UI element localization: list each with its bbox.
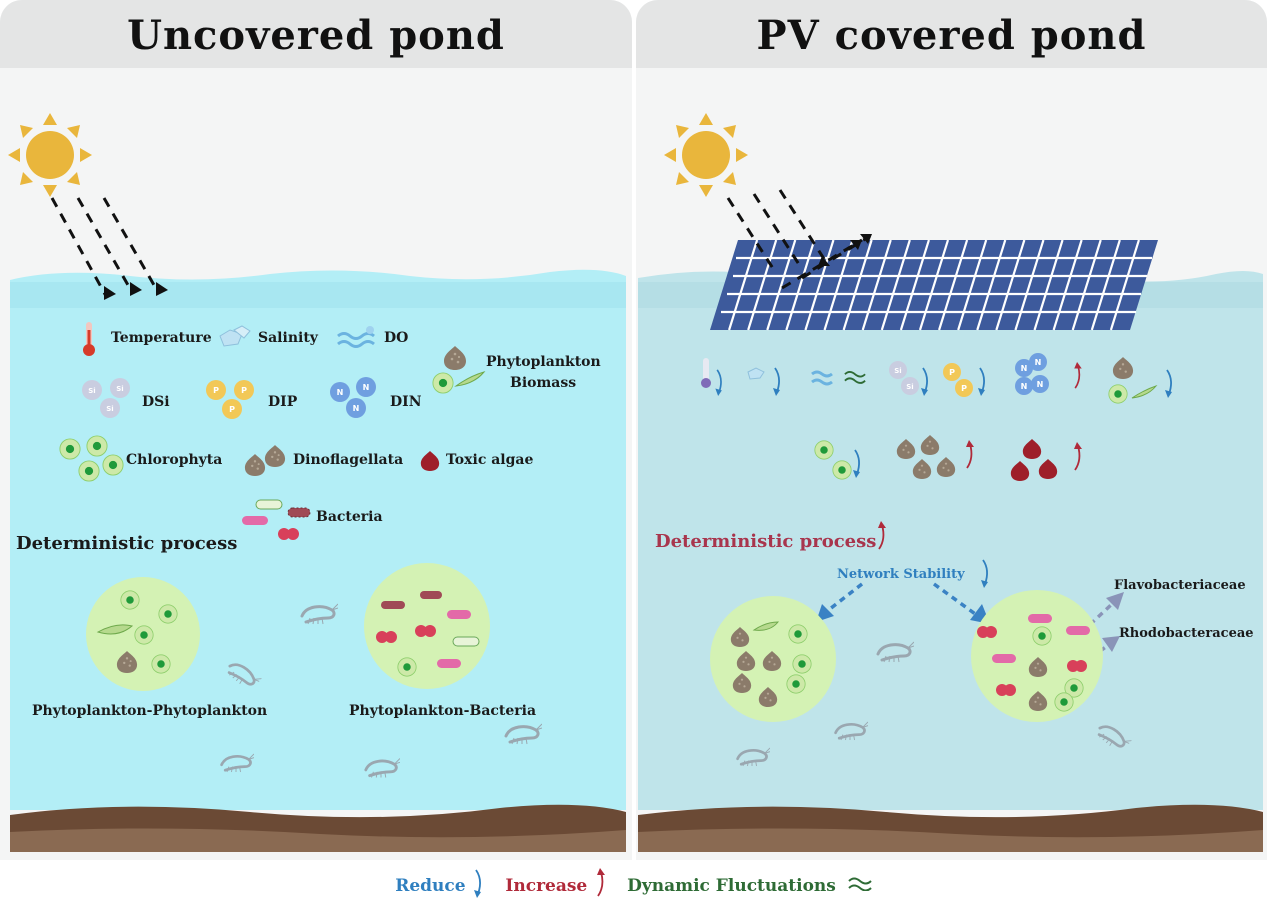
phytoplankton-biomass-label-2: Biomass [510,375,577,391]
network-stability-label: Network Stability [837,567,965,582]
solar-panel-gridline [1071,239,1102,331]
solar-panel-gridline [899,239,930,331]
phytoplankton-bacteria-network [971,590,1103,722]
sun-icon [8,113,92,197]
toxic-algae-label: Toxic algae [446,452,534,468]
dissolved-oxygen-icon [337,326,375,348]
uncovered-pond-panel: Uncovered pond [0,0,632,860]
svg-text:Si: Si [894,367,901,375]
dsi-icon: Si Si Si [82,378,130,418]
svg-text:N: N [1035,358,1042,367]
temperature-label: Temperature [111,330,212,346]
salinity-icon [219,325,251,347]
increase-arrow-icon [595,868,607,903]
legend-reduce-label: Reduce [395,875,466,896]
bacteria-icon [242,499,311,540]
svg-text:N: N [1021,382,1028,391]
solar-panel-gridline [1033,239,1064,331]
dinoflagellata-label: Dinoflagellata [293,452,404,468]
uncovered-pond-scene: Si Si Si P P P N N N [8,113,626,852]
deterministic-process-label: Deterministic process [16,533,238,554]
reduce-arrow-icon [473,868,485,903]
phytoplankton-bacteria-network [364,563,490,689]
svg-text:P: P [961,384,967,393]
phytoplankton-phytoplankton-network [86,577,200,691]
solar-panel-gridline [785,239,816,331]
phytoplankton-phytoplankton-label: Phytoplankton-Phytoplankton [32,703,268,719]
svg-text:N: N [337,388,344,397]
thermometer-icon [83,322,95,356]
svg-text:N: N [353,404,360,413]
svg-text:P: P [949,368,955,377]
phytoplankton-bacteria-label: Phytoplankton-Bacteria [349,703,537,719]
svg-text:Si: Si [906,383,913,391]
solar-panel-gridline [1052,239,1083,331]
solar-panel-gridline [823,239,854,331]
solar-panel-gridline [918,239,950,331]
svg-text:P: P [241,386,247,395]
chlorophyta-label: Chlorophyta [126,452,223,468]
sun-icon [664,113,748,197]
dsi-label: DSi [142,394,170,410]
pv-covered-pond-scene: Si Si P P N N N N [638,113,1263,852]
solar-panel-gridline [938,239,969,331]
salinity-label: Salinity [258,330,318,346]
solar-panel-gridline [747,239,778,331]
solar-panel-gridline [1014,239,1045,331]
svg-text:Si: Si [116,385,123,393]
rhodobacteraceae-label: Rhodobacteraceae [1119,626,1254,641]
flavobacteriaceae-label: Flavobacteriaceae [1114,578,1246,593]
solar-panel-gridline [1090,239,1121,331]
legend-increase-label: Increase [505,875,588,896]
fluctuation-wave-icon [848,876,872,896]
phytoplankton-biomass-icon [432,346,486,394]
solar-panel-gridline [976,239,1007,331]
do-label: DO [384,330,409,346]
phytoplankton-biomass-label-1: Phytoplankton [486,354,601,370]
sunlight-rays [50,197,160,297]
solar-panel-gridline [766,239,797,331]
pv-covered-pond-panel: PV covered pond [636,0,1267,860]
environment-indicators: Si Si P P N N N N [701,353,1173,404]
legend: Reduce Increase Dynamic Fluctuations [0,868,1267,908]
pv-covered-pond-title: PV covered pond [756,12,1147,59]
solar-panel-gridline [861,239,892,331]
svg-text:N: N [1021,364,1028,373]
legend-fluctuations-label: Dynamic Fluctuations [627,875,836,896]
svg-text:N: N [1037,380,1044,389]
svg-text:Si: Si [106,405,113,413]
solar-panel-gridline [1109,239,1140,331]
svg-text:Si: Si [88,387,95,395]
sunlight-rays [726,189,871,290]
solar-panel-gridline [957,239,988,331]
solar-panel-gridline [804,239,835,331]
solar-panel-gridline [842,239,873,331]
deterministic-process-label: Deterministic process [655,531,877,552]
solar-panel-gridline [880,239,911,331]
uncovered-pond-header: Uncovered pond [0,0,632,68]
din-label: DIN [390,394,422,410]
dip-icon: P P P [206,380,254,419]
bacteria-label: Bacteria [316,509,383,525]
solar-panel [710,239,1158,331]
svg-text:P: P [213,386,219,395]
solar-panel-gridline [995,239,1026,331]
din-icon: N N N [330,377,376,418]
svg-text:N: N [363,383,370,392]
svg-text:P: P [229,405,235,414]
phytoplankton-phytoplankton-network [710,596,836,722]
dip-label: DIP [268,394,298,410]
network-arrows [824,582,980,618]
solar-panel-gridline [728,239,759,331]
uncovered-pond-title: Uncovered pond [127,12,505,59]
pv-covered-pond-header: PV covered pond [636,0,1267,68]
